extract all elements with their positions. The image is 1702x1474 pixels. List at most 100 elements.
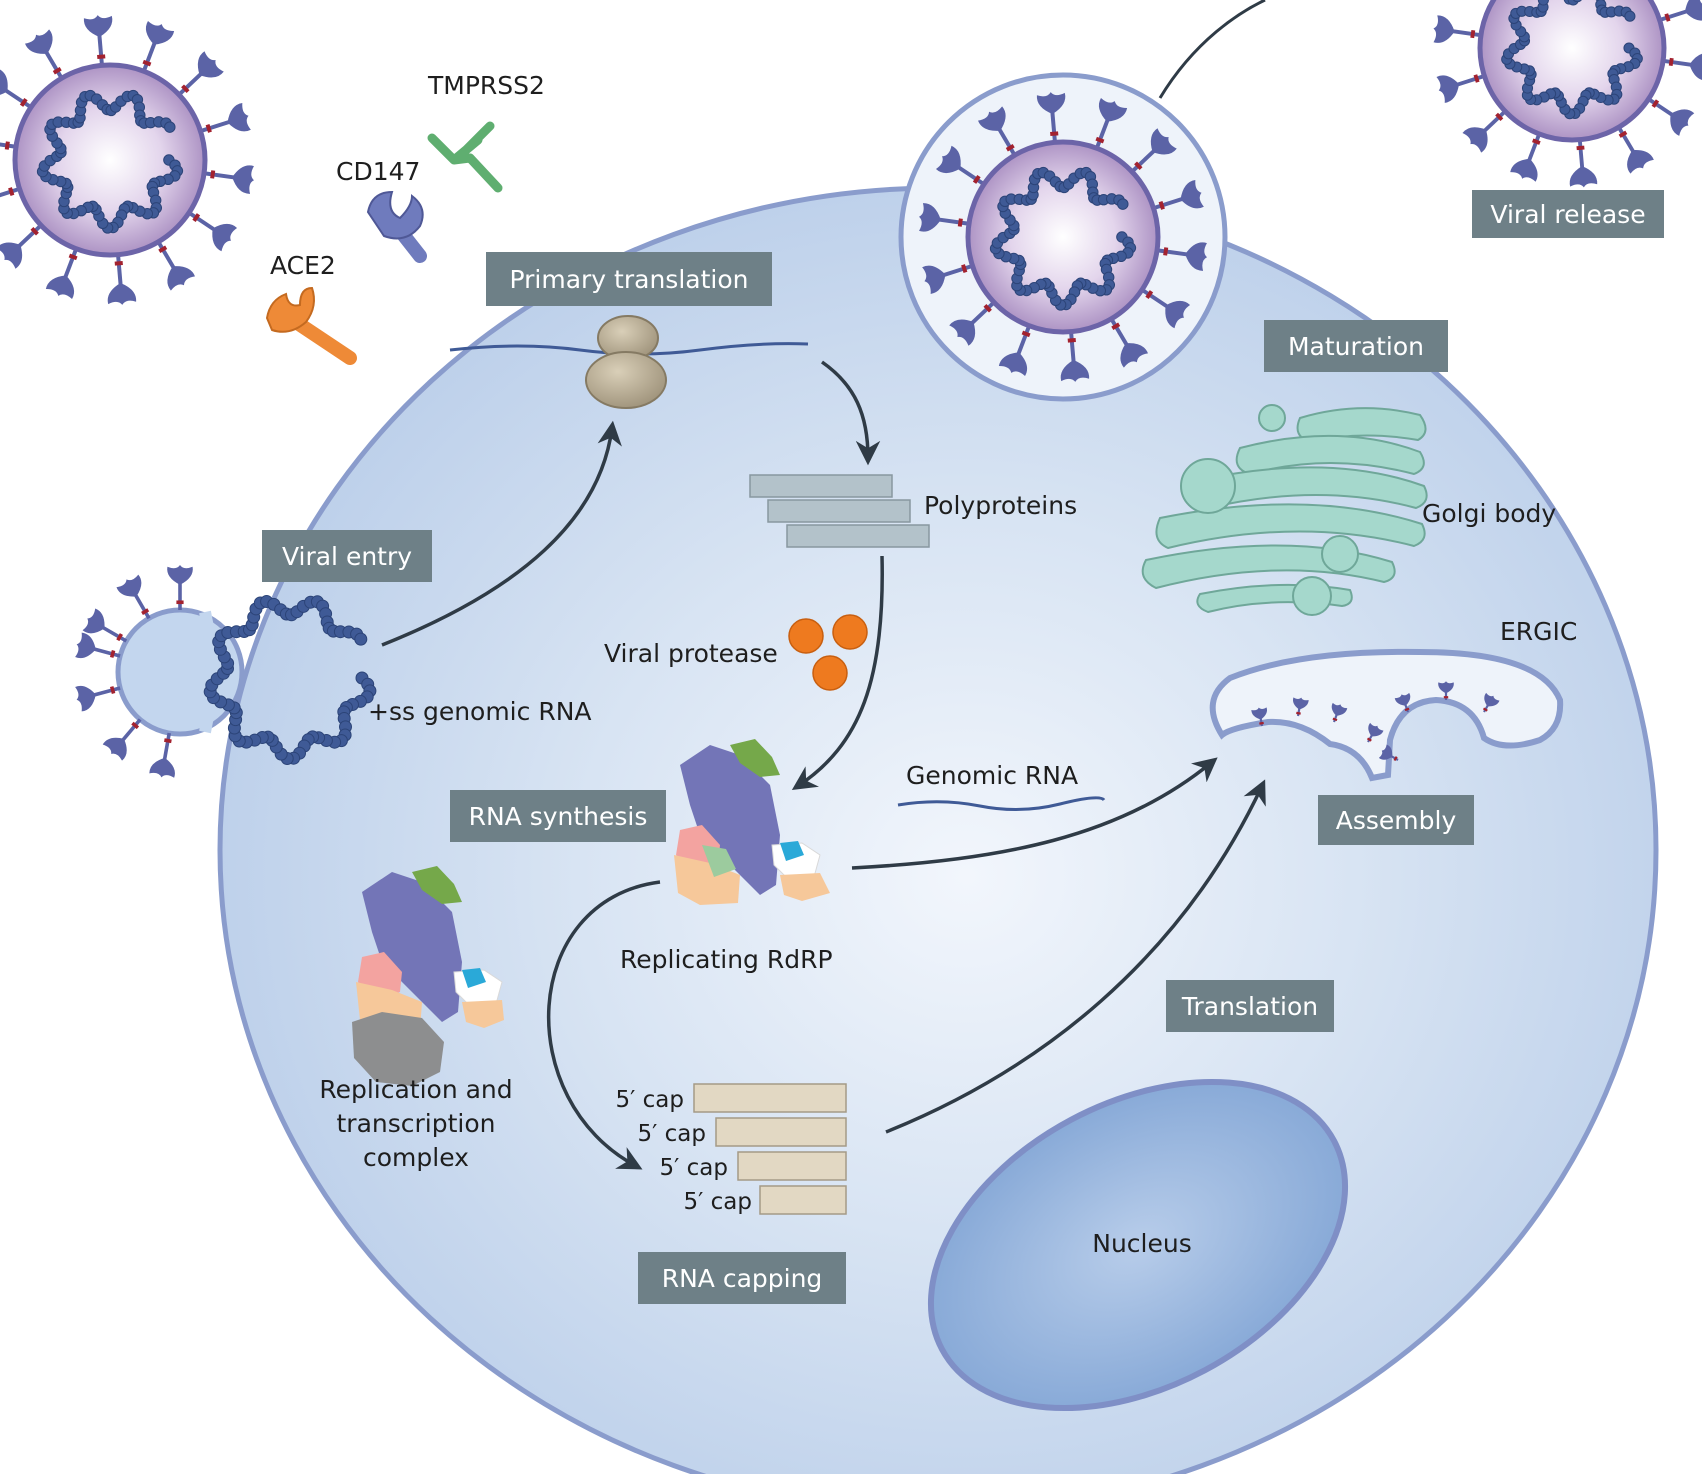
ribosome (585, 315, 667, 409)
rna-bead (1537, 0, 1549, 6)
rna-bead (1624, 10, 1636, 22)
label-replicating-rdrp: Replicating RdRP (620, 945, 833, 974)
label-box-assembly: Assembly (1318, 795, 1474, 845)
arrow-translation-to-polyproteins (820, 360, 881, 466)
label-polyproteins: Polyproteins (924, 491, 1077, 520)
label-box-rna-capping: RNA capping (638, 1252, 846, 1304)
spike-protein (1036, 92, 1066, 143)
spike-protein (1140, 288, 1191, 329)
spike-protein (149, 732, 175, 778)
release-path (1158, 0, 1266, 99)
replicating-rdrp-complex (674, 739, 830, 905)
svg-text:Viral release: Viral release (1490, 200, 1645, 229)
spike-protein (1617, 126, 1654, 174)
ergic-budding-spikes (1251, 681, 1500, 762)
spike-protein (25, 29, 64, 80)
spike-protein (45, 248, 79, 299)
spike-protein (1569, 139, 1598, 188)
label-cap-3: 5′ cap (659, 1155, 728, 1181)
spike-protein (1482, 692, 1500, 713)
spike-protein (116, 574, 151, 620)
rna-bead (164, 121, 176, 133)
spike-protein (1251, 707, 1268, 727)
arrow-rdrp-to-assembly (851, 757, 1218, 870)
label-golgi-body: Golgi body (1422, 499, 1556, 528)
spike-protein (1152, 180, 1204, 210)
label-tmprss2: TMPRSS2 (427, 71, 545, 100)
spike-protein (1366, 722, 1384, 743)
spike-protein (1156, 242, 1207, 271)
ace2-receptor (265, 286, 357, 365)
label-ergic: ERGIC (1500, 617, 1577, 646)
arrow-polyproteins-to-rdrp (791, 555, 884, 791)
arrow-capping-to-assembly (885, 779, 1266, 1134)
spike-protein (156, 240, 195, 291)
svg-text:RNA synthesis: RNA synthesis (469, 802, 648, 831)
genomic-rna-coil (203, 595, 377, 765)
spike-protein (1109, 317, 1148, 368)
spike-protein (1436, 74, 1485, 103)
viral-protease-spheres (788, 614, 868, 691)
spike-protein (935, 145, 986, 186)
spike-protein (102, 718, 142, 761)
spike-protein (0, 223, 43, 269)
label-genomic-rna: Genomic RNA (906, 761, 1078, 790)
spike-protein (1130, 128, 1177, 174)
spike-protein (1331, 702, 1348, 723)
spike-protein (1462, 109, 1507, 153)
spike-protein (1394, 692, 1411, 713)
svg-text:Maturation: Maturation (1288, 332, 1424, 361)
label-rtc-line2: transcription (337, 1109, 496, 1138)
spike-protein (75, 685, 121, 712)
label-cap-4: 5′ cap (683, 1189, 752, 1215)
spike-protein (1433, 15, 1482, 43)
spike-protein (0, 68, 33, 109)
spike-protein (1378, 744, 1399, 762)
virion-in-vesicle (919, 92, 1207, 382)
spike-protein (199, 103, 251, 133)
arrow-entry-to-translation (381, 420, 622, 647)
label-box-viral-entry: Viral entry (262, 530, 432, 582)
svg-text:RNA capping: RNA capping (662, 1264, 823, 1293)
ergic-compartment (1209, 648, 1564, 782)
spike-protein (1662, 53, 1702, 81)
cd147-receptor (366, 190, 427, 263)
genomic-rna-strand (897, 796, 1106, 812)
label-cap-1: 5′ cap (615, 1087, 684, 1113)
spike-protein (107, 254, 137, 305)
spike-protein (83, 15, 113, 66)
spike-protein (167, 564, 193, 610)
label-nucleus: Nucleus (1092, 1229, 1192, 1258)
arrow-rdrp-to-capping (546, 880, 661, 1170)
nucleus (927, 1078, 1349, 1412)
spike-protein (998, 325, 1032, 376)
spike-protein (922, 264, 974, 294)
label-box-maturation: Maturation (1264, 320, 1448, 372)
virion-extracellular (0, 15, 254, 305)
rna-bead (1117, 198, 1129, 210)
spike-protein (1292, 697, 1309, 717)
entry-spikes (75, 564, 193, 778)
label-viral-protease: Viral protease (604, 639, 778, 668)
spike-protein (0, 187, 21, 201)
virion-released (1433, 0, 1702, 188)
replication-transcription-complex (352, 866, 504, 1086)
golgi-apparatus (1141, 404, 1428, 616)
spike-protein (978, 106, 1017, 157)
spike-protein (1438, 681, 1454, 700)
svg-text:Assembly: Assembly (1336, 806, 1457, 835)
spike-protein (1510, 133, 1542, 182)
spike-protein (203, 165, 254, 194)
rna-bead (1572, 0, 1582, 3)
spike-protein (949, 300, 996, 346)
polyproteins-stack (749, 474, 930, 548)
viral-envelope (1477, 0, 1667, 143)
spike-protein (1060, 331, 1090, 382)
svg-text:Viral entry: Viral entry (282, 542, 412, 571)
label-rtc-line1: Replication and (319, 1075, 512, 1104)
spike-protein (75, 632, 121, 659)
label-ss-genomic-rna: +ss genomic RNA (368, 697, 592, 726)
label-cd147: CD147 (336, 157, 420, 186)
